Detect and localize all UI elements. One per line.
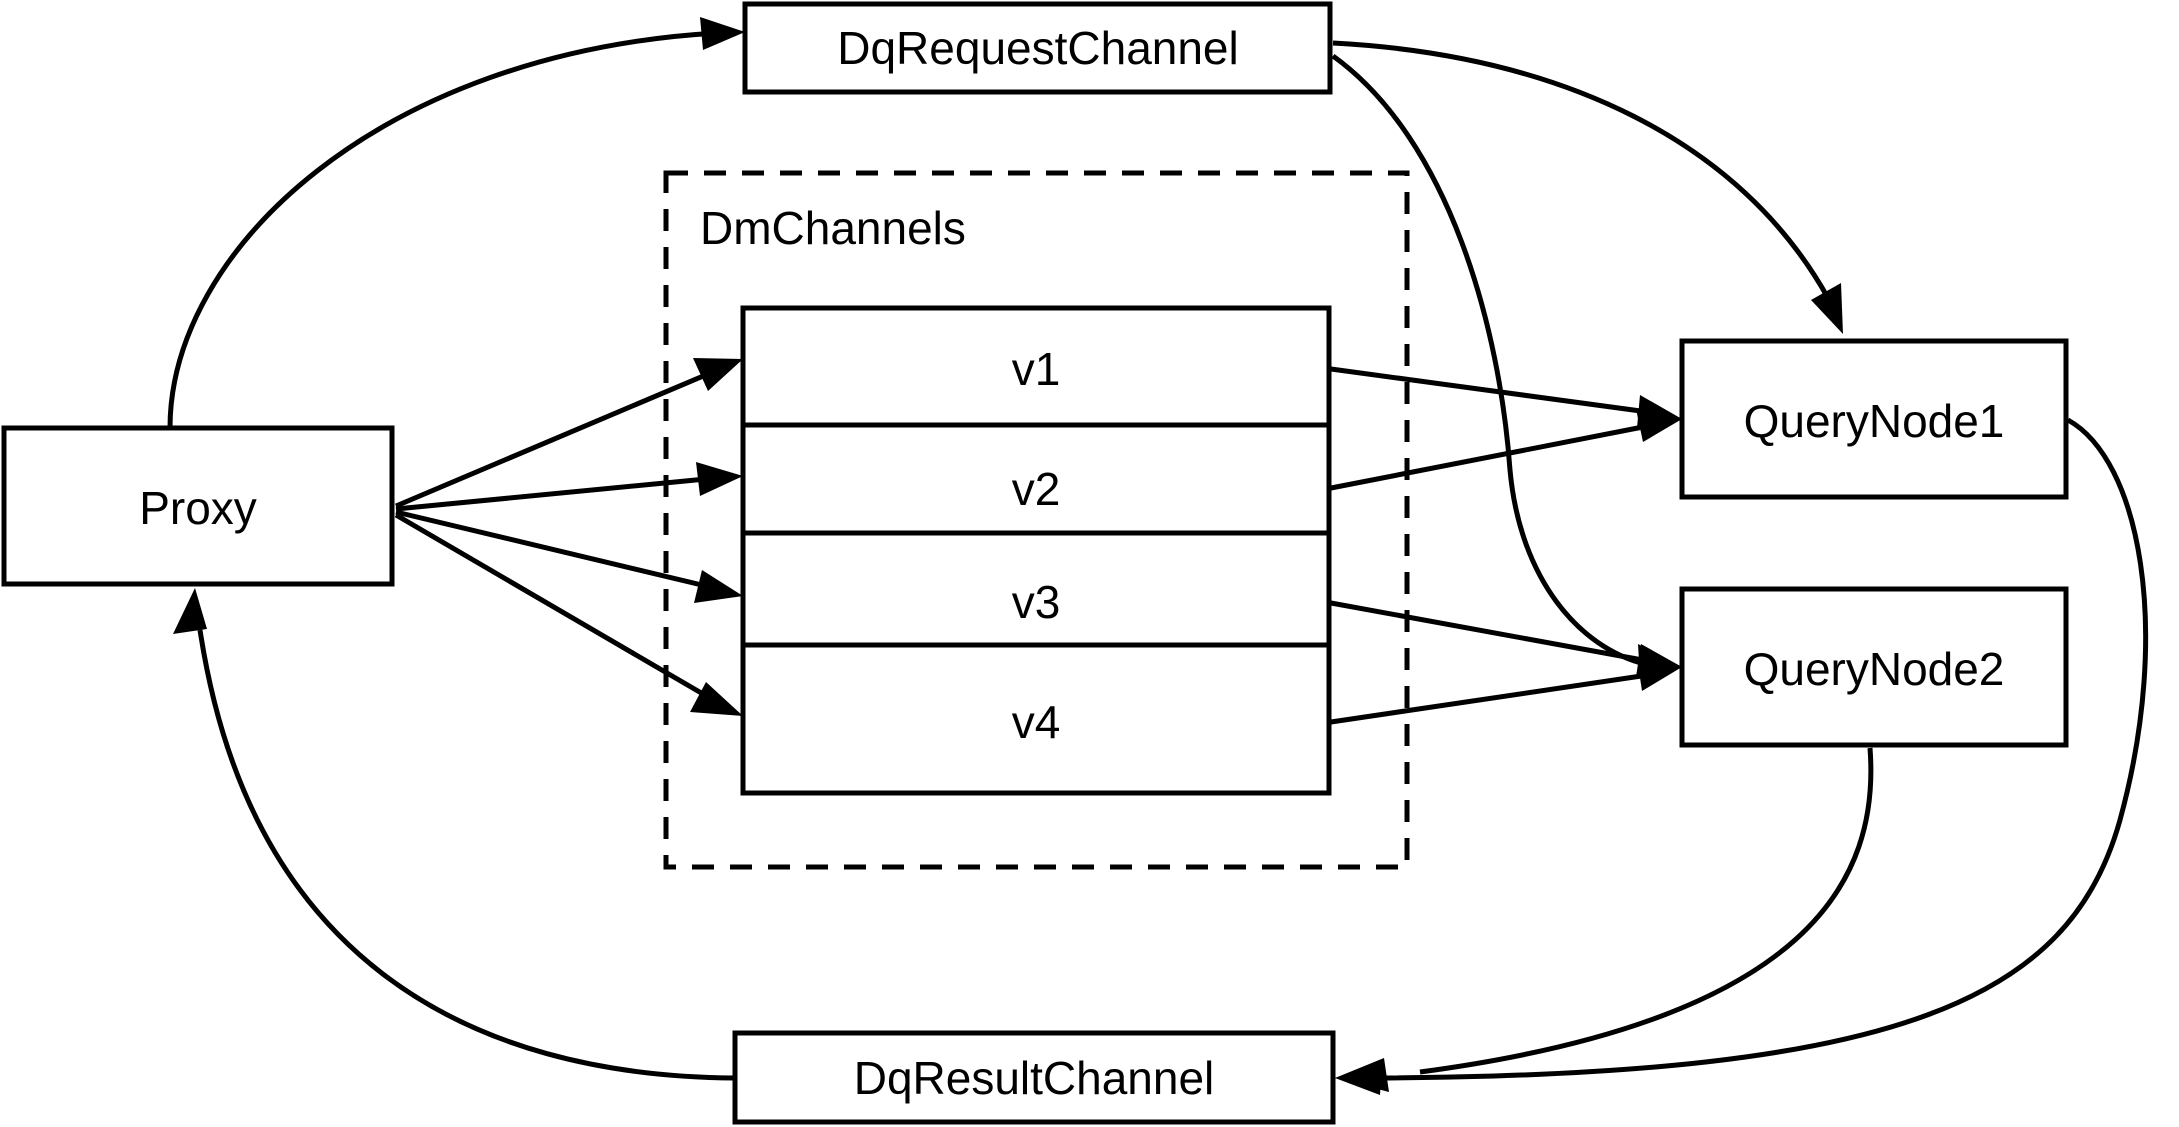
dm-channels-group: DmChannels [663,170,1410,870]
node-dq-result-channel-border [732,1030,1336,1125]
dm-channels-label: DmChannels [700,202,966,254]
node-dq-result-channel-label: DqResultChannel [854,1052,1215,1104]
dm-channels-group-border [663,170,1410,870]
node-query-node-1-border [1679,338,2069,500]
node-dq-request-channel[interactable]: DqRequestChannel [742,1,1333,95]
vchannel-label-v4: v4 [1012,696,1061,748]
edge-line [1330,423,1649,491]
edge-line [1330,366,1649,415]
vchannel-label-v2: v2 [1012,463,1061,515]
node-query-node-2[interactable]: QueryNode2 [1679,586,2069,748]
edge-line [197,629,736,1081]
arrowhead [1636,409,1682,442]
node-dq-request-channel-label: DqRequestChannel [837,22,1239,74]
edge-dqrequestchannel-to-querynode1 [1332,40,1843,334]
edge-line [395,476,707,512]
edge-querynode1-to-dqresultchannel [1335,417,2149,1095]
node-query-node-1-label: QueryNode1 [1744,395,2005,447]
node-query-node-2-border [1679,586,2069,748]
edge-v4-to-querynode2 [1330,658,1682,725]
arrowhead [690,682,743,716]
arrowhead [700,17,745,50]
edge-v2-to-querynode1 [1330,409,1682,491]
arrowhead [693,358,743,391]
node-query-node-2-label: QueryNode2 [1744,643,2005,695]
vchannel-label-v3: v3 [1012,576,1061,628]
node-query-node-1[interactable]: QueryNode1 [1679,338,2069,500]
arrowhead [694,570,743,603]
arrowhead [173,588,207,634]
edge-line [167,30,719,429]
edge-dqrequestchannel-to-querynode2 [1331,53,1682,678]
edge-line [394,512,705,697]
edge-line [1379,417,2149,1081]
edge-line [1332,40,1831,300]
edge-dqresultchannel-to-proxy [173,588,736,1081]
edge-line [395,371,709,509]
edge-proxy-to-v2 [395,462,743,512]
arrowhead [696,462,743,496]
vchannel-label-v1: v1 [1012,343,1061,395]
edge-line [1331,53,1646,667]
edge-proxy-to-v4 [394,512,743,716]
edge-proxy-to-v1 [395,358,743,509]
edge-line [1330,600,1649,664]
edge-line [1419,747,1874,1075]
node-proxy-label: Proxy [139,482,257,534]
edge-line [395,509,707,589]
edge-line [1330,672,1649,725]
edge-proxy-to-v3 [395,509,743,603]
edge-querynode2-to-dqresultchannel [1335,747,1874,1092]
node-proxy[interactable]: Proxy [1,425,395,587]
node-dq-request-channel-border [742,1,1333,95]
vchannel-stack-border [740,305,1332,796]
arrowhead [1637,658,1682,691]
node-proxy-border [1,425,395,587]
vchannel-stack[interactable]: v1 v2 v3 v4 [740,305,1332,796]
edge-proxy-to-dqrequestchannel [167,17,745,429]
node-dq-result-channel[interactable]: DqResultChannel [732,1030,1336,1125]
edge-v3-to-querynode2 [1330,600,1682,677]
arrowhead [1335,1058,1389,1092]
arrowhead [1811,283,1843,334]
